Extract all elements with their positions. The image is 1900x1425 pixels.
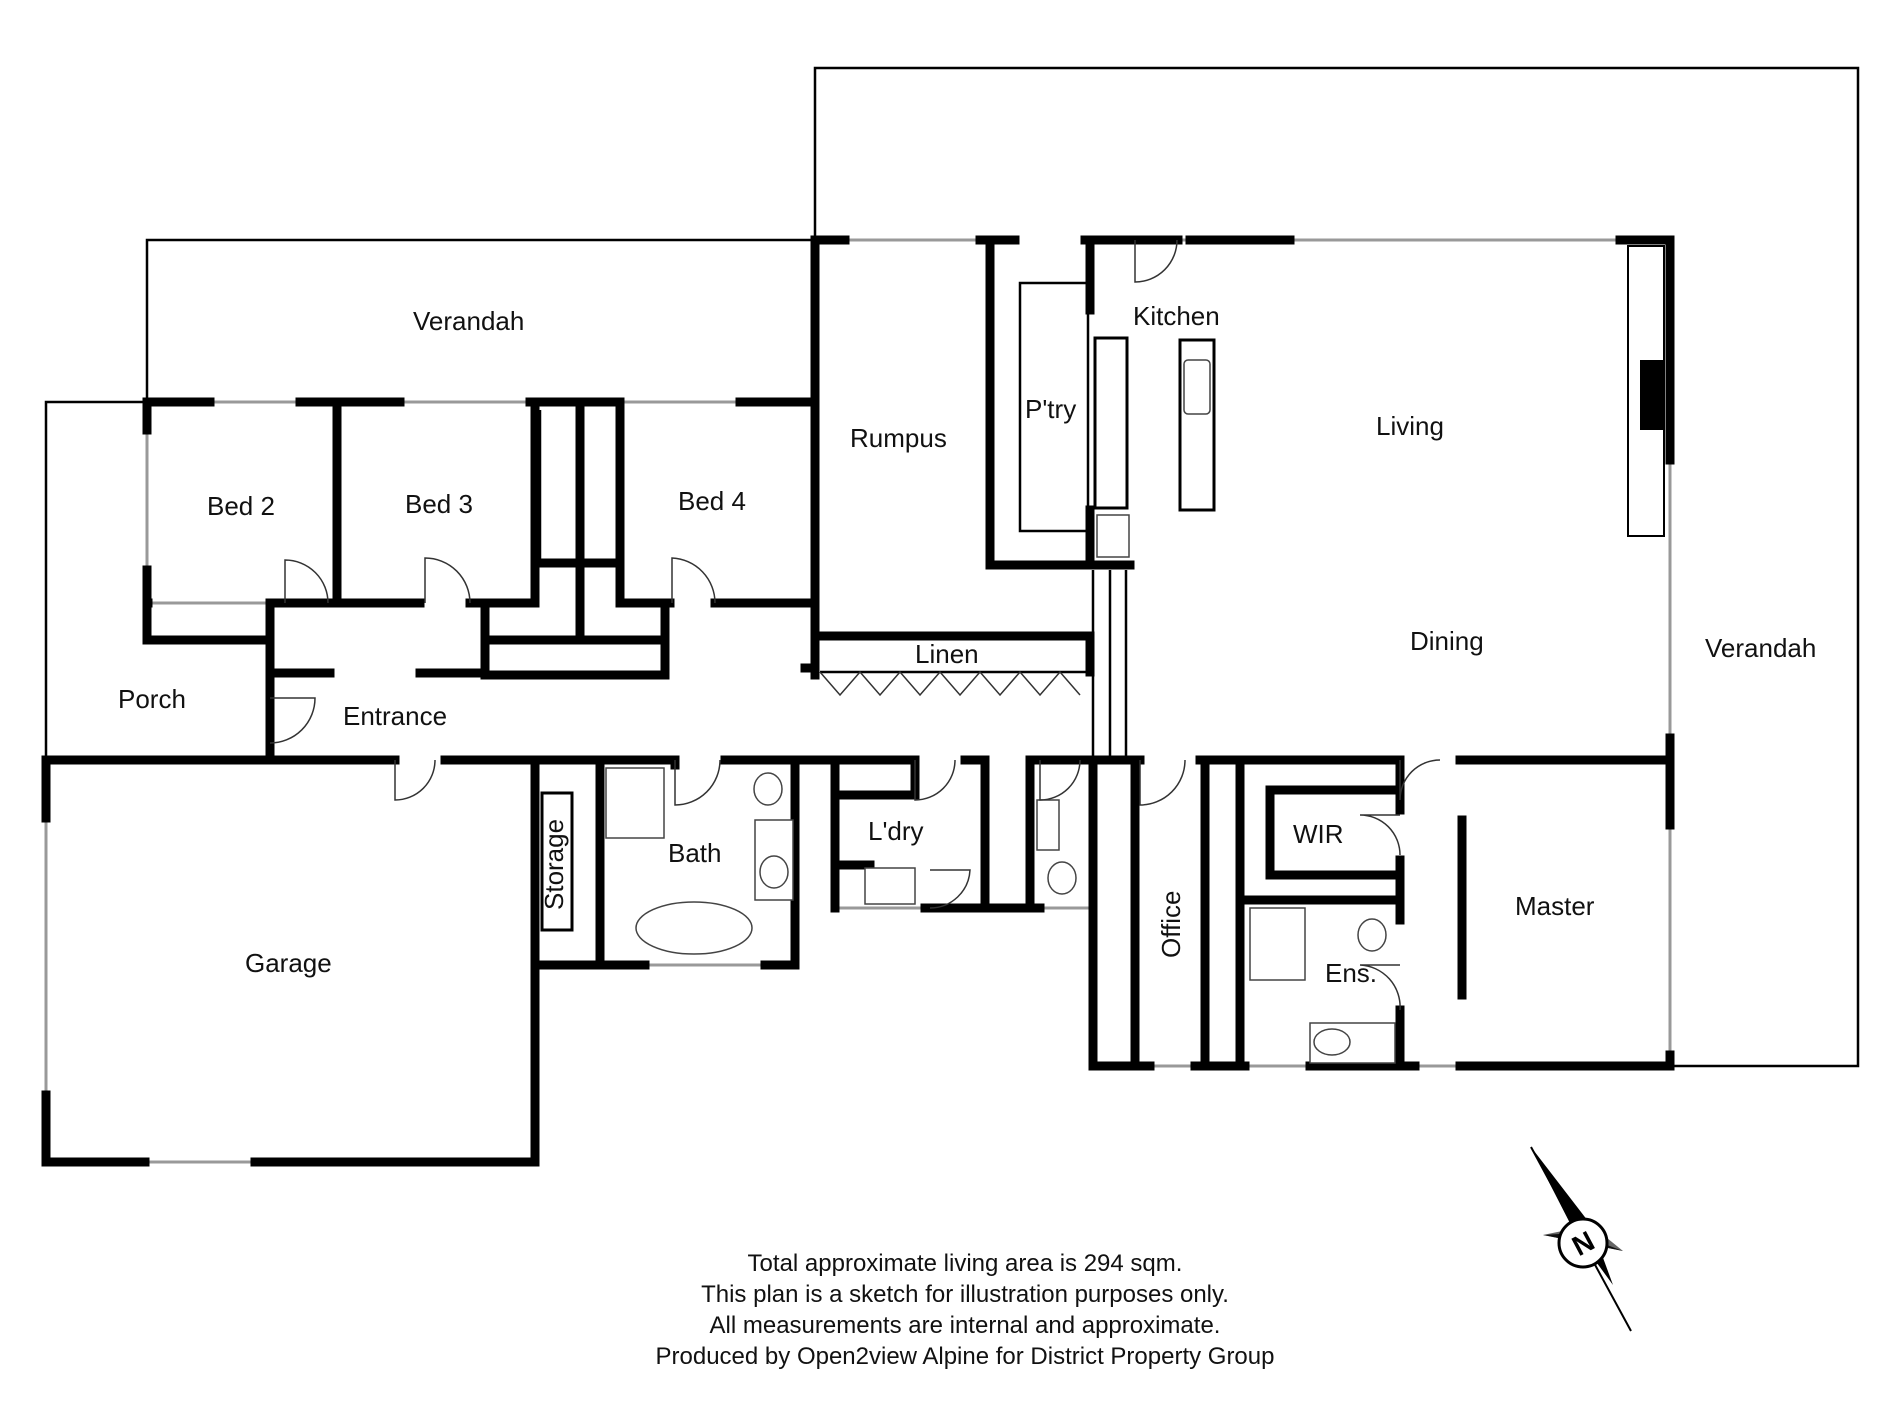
label-pantry: P'try	[1025, 394, 1076, 424]
note-measurements: All measurements are internal and approx…	[710, 1312, 1221, 1339]
north-arrow-icon: N	[1530, 1146, 1632, 1332]
label-linen: Linen	[915, 639, 979, 669]
outline-lines	[44, 66, 1860, 1068]
note-sketch: This plan is a sketch for illustration p…	[701, 1281, 1229, 1308]
label-rumpus: Rumpus	[850, 423, 947, 453]
note-producer: Produced by Open2view Alpine for Distric…	[656, 1343, 1275, 1370]
label-dining: Dining	[1410, 626, 1484, 656]
note-area: Total approximate living area is 294 sqm…	[748, 1250, 1183, 1277]
label-porch: Porch	[118, 684, 186, 714]
label-verandah-east: Verandah	[1705, 633, 1816, 663]
label-laundry: L'dry	[868, 816, 924, 846]
label-office: Office	[1156, 891, 1186, 958]
label-verandah-north: Verandah	[413, 306, 524, 336]
door-swings	[269, 239, 1441, 1011]
label-ensuite: Ens.	[1325, 958, 1377, 988]
footnotes: Total approximate living area is 294 sqm…	[656, 1250, 1275, 1370]
room-labels: Verandah Bed 2 Bed 3 Bed 4 Rumpus P'try …	[118, 301, 1816, 988]
label-master: Master	[1515, 891, 1595, 921]
label-bed-3: Bed 3	[405, 489, 473, 519]
label-bed-2: Bed 2	[207, 491, 275, 521]
label-garage: Garage	[245, 948, 332, 978]
label-bed-4: Bed 4	[678, 486, 746, 516]
label-wir: WIR	[1293, 819, 1344, 849]
label-storage: Storage	[539, 819, 569, 910]
label-living: Living	[1376, 411, 1444, 441]
label-bath: Bath	[668, 838, 722, 868]
label-entrance: Entrance	[343, 701, 447, 731]
label-kitchen: Kitchen	[1133, 301, 1220, 331]
windows	[44, 238, 1672, 1164]
walls	[41, 235, 1675, 1167]
